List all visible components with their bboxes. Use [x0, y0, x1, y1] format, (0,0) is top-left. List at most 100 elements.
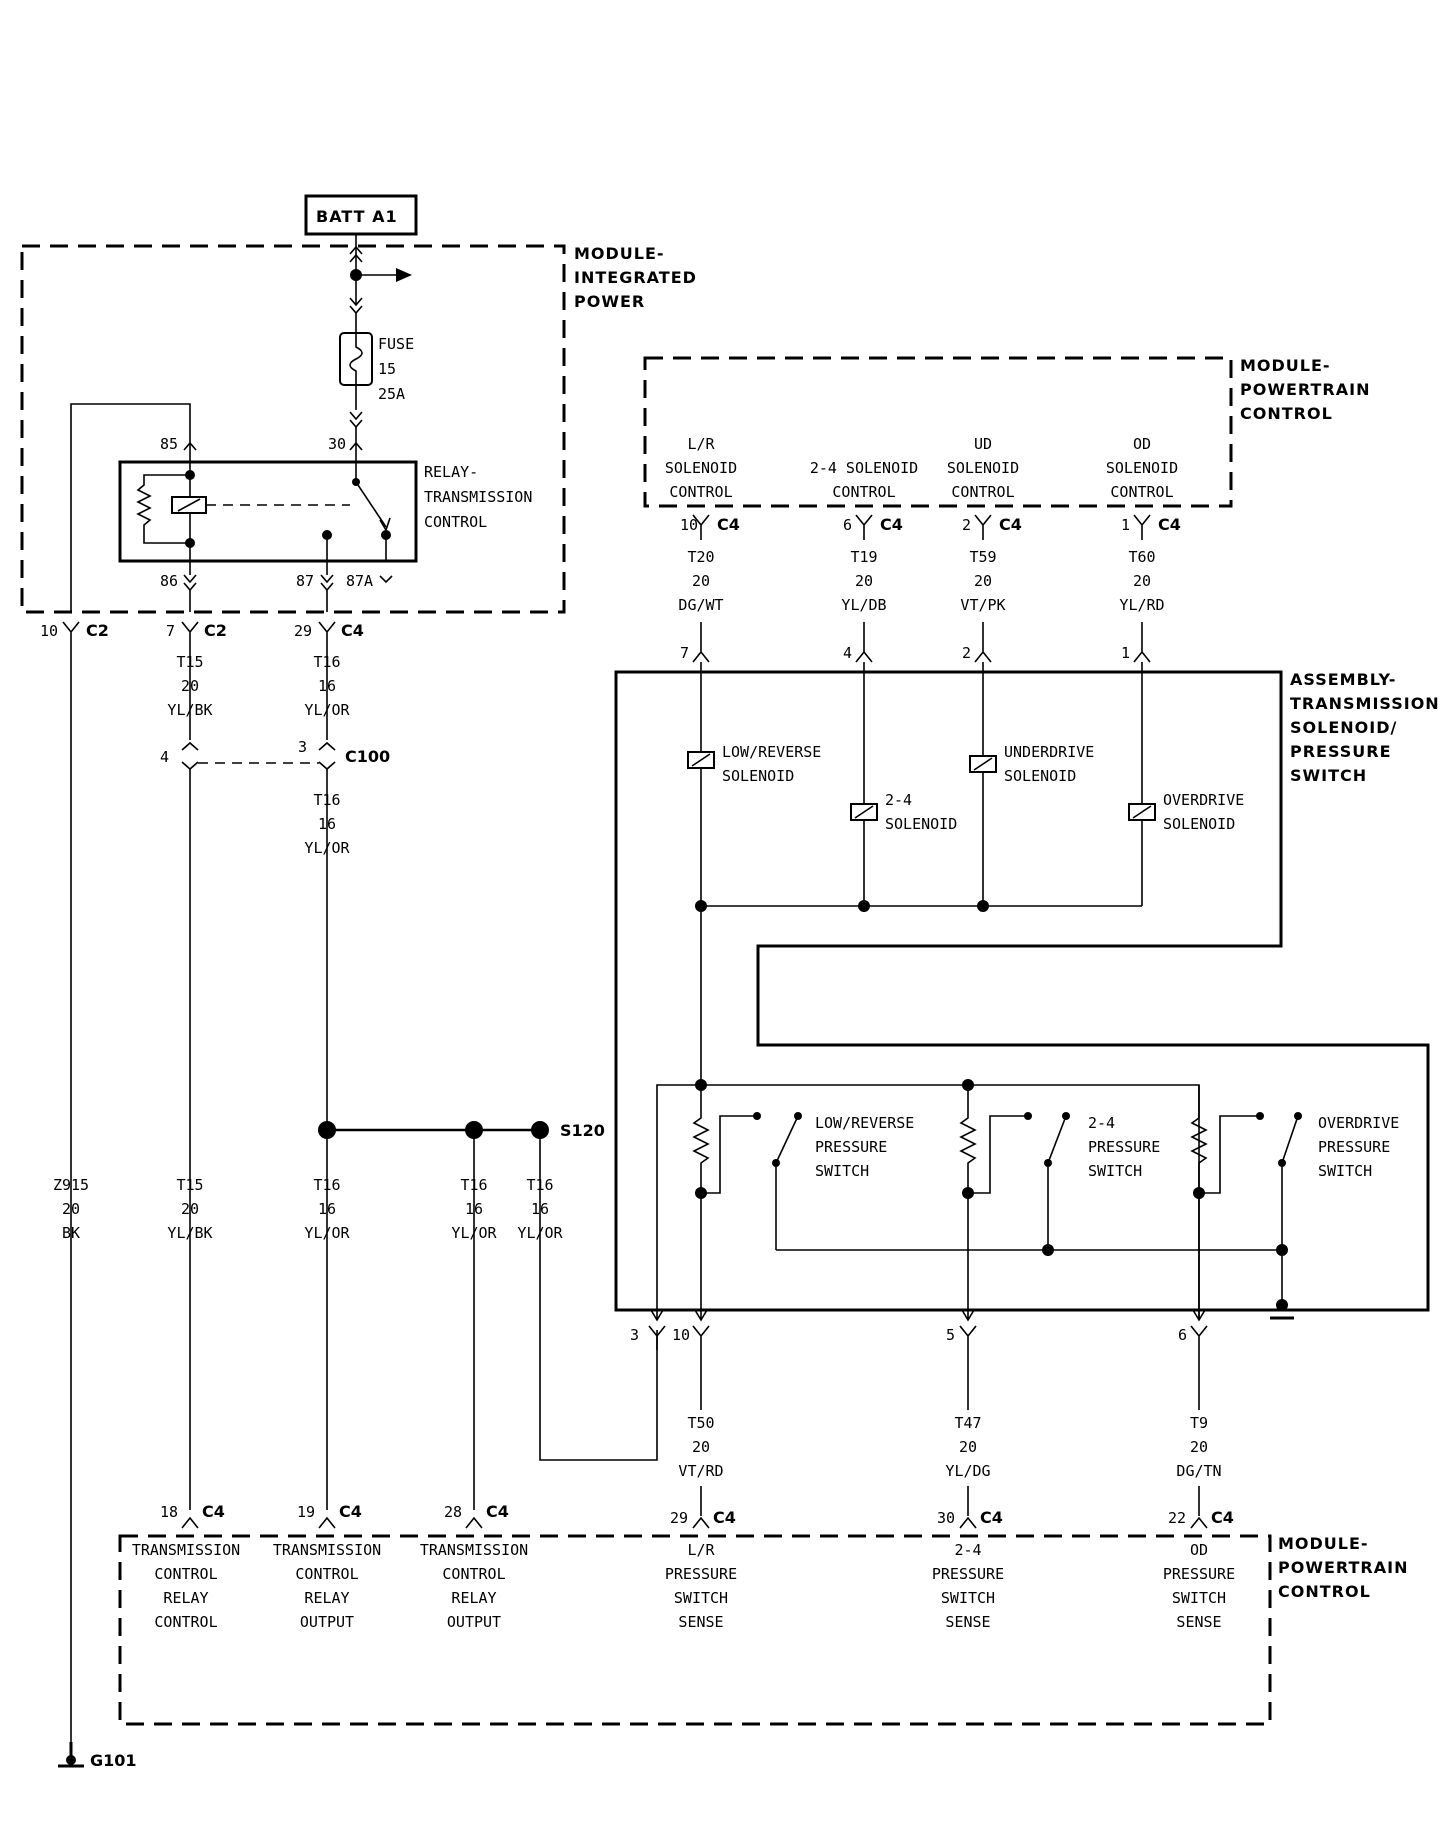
- t9-l2: 20: [1190, 1438, 1208, 1456]
- relay-pin-87a: 87A: [346, 572, 373, 590]
- svg-text:C4: C4: [1211, 1508, 1234, 1527]
- svg-text:L/R: L/R: [687, 1541, 715, 1559]
- ud-solenoid-circuit: 2 C4 T59 20 VT/PK 2: [960, 514, 1022, 663]
- t16-a-l1: T16: [313, 1176, 340, 1194]
- relay-label-1: RELAY-: [424, 463, 478, 481]
- svg-text:DG/WT: DG/WT: [678, 596, 723, 614]
- assembly-title-5: SWITCH: [1290, 766, 1367, 785]
- t16-a-l3: YL/OR: [304, 1224, 350, 1242]
- svg-text:OUTPUT: OUTPUT: [447, 1613, 501, 1631]
- t15-lower-l2: 20: [181, 1200, 199, 1218]
- c2b-conn: C2: [204, 621, 227, 640]
- asm-pin-3: 3: [630, 1326, 639, 1344]
- z915-l3: BK: [62, 1224, 80, 1242]
- svg-text:CONTROL: CONTROL: [442, 1565, 505, 1583]
- svg-text:SOLENOID: SOLENOID: [722, 767, 794, 785]
- t16-upper-l2: 16: [318, 677, 336, 695]
- fuse-label-3: 25A: [378, 385, 405, 403]
- svg-text:LOW/REVERSE: LOW/REVERSE: [722, 743, 821, 761]
- svg-text:SOLENOID: SOLENOID: [947, 459, 1019, 477]
- asm-pin-5: 5: [946, 1326, 955, 1344]
- t47-l3: YL/DG: [945, 1462, 990, 1480]
- svg-text:CONTROL: CONTROL: [951, 483, 1014, 501]
- lr-pressure-switch: LOW/REVERSE PRESSURE SWITCH: [692, 1085, 914, 1320]
- svg-text:7: 7: [680, 644, 689, 662]
- relay-pin-30: 30: [328, 435, 346, 453]
- relay-coil-circuit: [136, 450, 350, 575]
- svg-text:UNDERDRIVE: UNDERDRIVE: [1004, 743, 1094, 761]
- svg-text:22: 22: [1168, 1509, 1186, 1527]
- relay-87-connector: [320, 574, 334, 592]
- svg-text:RELAY: RELAY: [451, 1589, 496, 1607]
- svg-text:SWITCH: SWITCH: [941, 1589, 995, 1607]
- relay-output-wires: [189, 590, 328, 612]
- svg-text:SWITCH: SWITCH: [1088, 1162, 1142, 1180]
- svg-text:LOW/REVERSE: LOW/REVERSE: [815, 1114, 914, 1132]
- od-solenoid-circuit: 1 C4 T60 20 YL/RD 1: [1119, 514, 1181, 663]
- pressure-switch-feed-loop: [656, 1084, 1200, 1320]
- solenoid-bus-dot-3: [977, 900, 989, 912]
- svg-text:SOLENOID: SOLENOID: [885, 815, 957, 833]
- t9-l1: T9: [1190, 1414, 1208, 1432]
- relay-pin-85: 85: [160, 435, 178, 453]
- svg-text:SOLENOID: SOLENOID: [665, 459, 737, 477]
- svg-text:PRESSURE: PRESSURE: [1088, 1138, 1160, 1156]
- pcm-relay-output-input-a: 19 C4 TRANSMISSION CONTROL RELAY OUTPUT: [273, 1502, 381, 1631]
- relay-box: [118, 460, 418, 563]
- t15-lower-l1: T15: [176, 1176, 203, 1194]
- s120-branch-wires: [326, 1130, 658, 1510]
- integrated-power-title-2: INTEGRATED: [574, 268, 697, 287]
- t16-mid-l3: YL/OR: [304, 839, 350, 857]
- svg-text:VT/PK: VT/PK: [960, 596, 1005, 614]
- t16-b-l1: T16: [460, 1176, 487, 1194]
- od-solenoid: OVERDRIVE SOLENOID: [1128, 662, 1244, 906]
- t16-c-l1: T16: [526, 1176, 553, 1194]
- c100-pin3-connector: [318, 741, 336, 771]
- svg-text:CONTROL: CONTROL: [154, 1565, 217, 1583]
- svg-text:OD: OD: [1190, 1541, 1208, 1559]
- t50-l3: VT/RD: [678, 1462, 723, 1480]
- svg-text:SOLENOID: SOLENOID: [1004, 767, 1076, 785]
- svg-text:2-4 SOLENOID: 2-4 SOLENOID: [810, 459, 918, 477]
- 24-solenoid: 2-4 SOLENOID: [850, 662, 957, 906]
- od-pressure-switch: OVERDRIVE PRESSURE SWITCH: [1190, 1085, 1399, 1320]
- pcm-24-solenoid-control: 2-4 SOLENOID CONTROL: [810, 459, 918, 501]
- svg-text:T59: T59: [969, 548, 996, 566]
- svg-text:4: 4: [843, 644, 852, 662]
- pcm-bottom-box: [118, 1534, 1272, 1726]
- solenoid-bus-dot-2: [858, 900, 870, 912]
- relay-87a-connector: [379, 575, 393, 584]
- svg-text:20: 20: [974, 572, 992, 590]
- t47-l2: 20: [959, 1438, 977, 1456]
- batt-a1-box: [304, 194, 418, 236]
- svg-text:RELAY: RELAY: [163, 1589, 208, 1607]
- svg-text:CONTROL: CONTROL: [154, 1613, 217, 1631]
- svg-text:OD: OD: [1133, 435, 1151, 453]
- t16-mid-l2: 16: [318, 815, 336, 833]
- t50-l1: T50: [687, 1414, 714, 1432]
- c100-pin4-connector: [181, 741, 199, 771]
- relay-86-connector: [183, 574, 197, 592]
- svg-text:C4: C4: [339, 1502, 362, 1521]
- t16-wire-upper: [318, 621, 336, 740]
- svg-text:PRESSURE: PRESSURE: [815, 1138, 887, 1156]
- c100-conn: C100: [345, 747, 390, 766]
- svg-text:C4: C4: [880, 515, 903, 534]
- svg-text:C4: C4: [980, 1508, 1003, 1527]
- t50-l2: 20: [692, 1438, 710, 1456]
- svg-text:20: 20: [1133, 572, 1151, 590]
- svg-text:C4: C4: [717, 515, 740, 534]
- svg-text:C4: C4: [713, 1508, 736, 1527]
- asm-pin6-connector: [1190, 1325, 1208, 1410]
- z915-l2: 20: [62, 1200, 80, 1218]
- relay-pin-87: 87: [296, 572, 314, 590]
- assembly-internal-arrows: [650, 1309, 1206, 1322]
- svg-text:SWITCH: SWITCH: [1172, 1589, 1226, 1607]
- svg-text:SENSE: SENSE: [1176, 1613, 1221, 1631]
- svg-text:SENSE: SENSE: [945, 1613, 990, 1631]
- relay-pin-86: 86: [160, 572, 178, 590]
- fuse-bottom-connector: [349, 411, 363, 429]
- asm-pin5-connector: [959, 1325, 977, 1410]
- c2b-pin: 7: [166, 622, 175, 640]
